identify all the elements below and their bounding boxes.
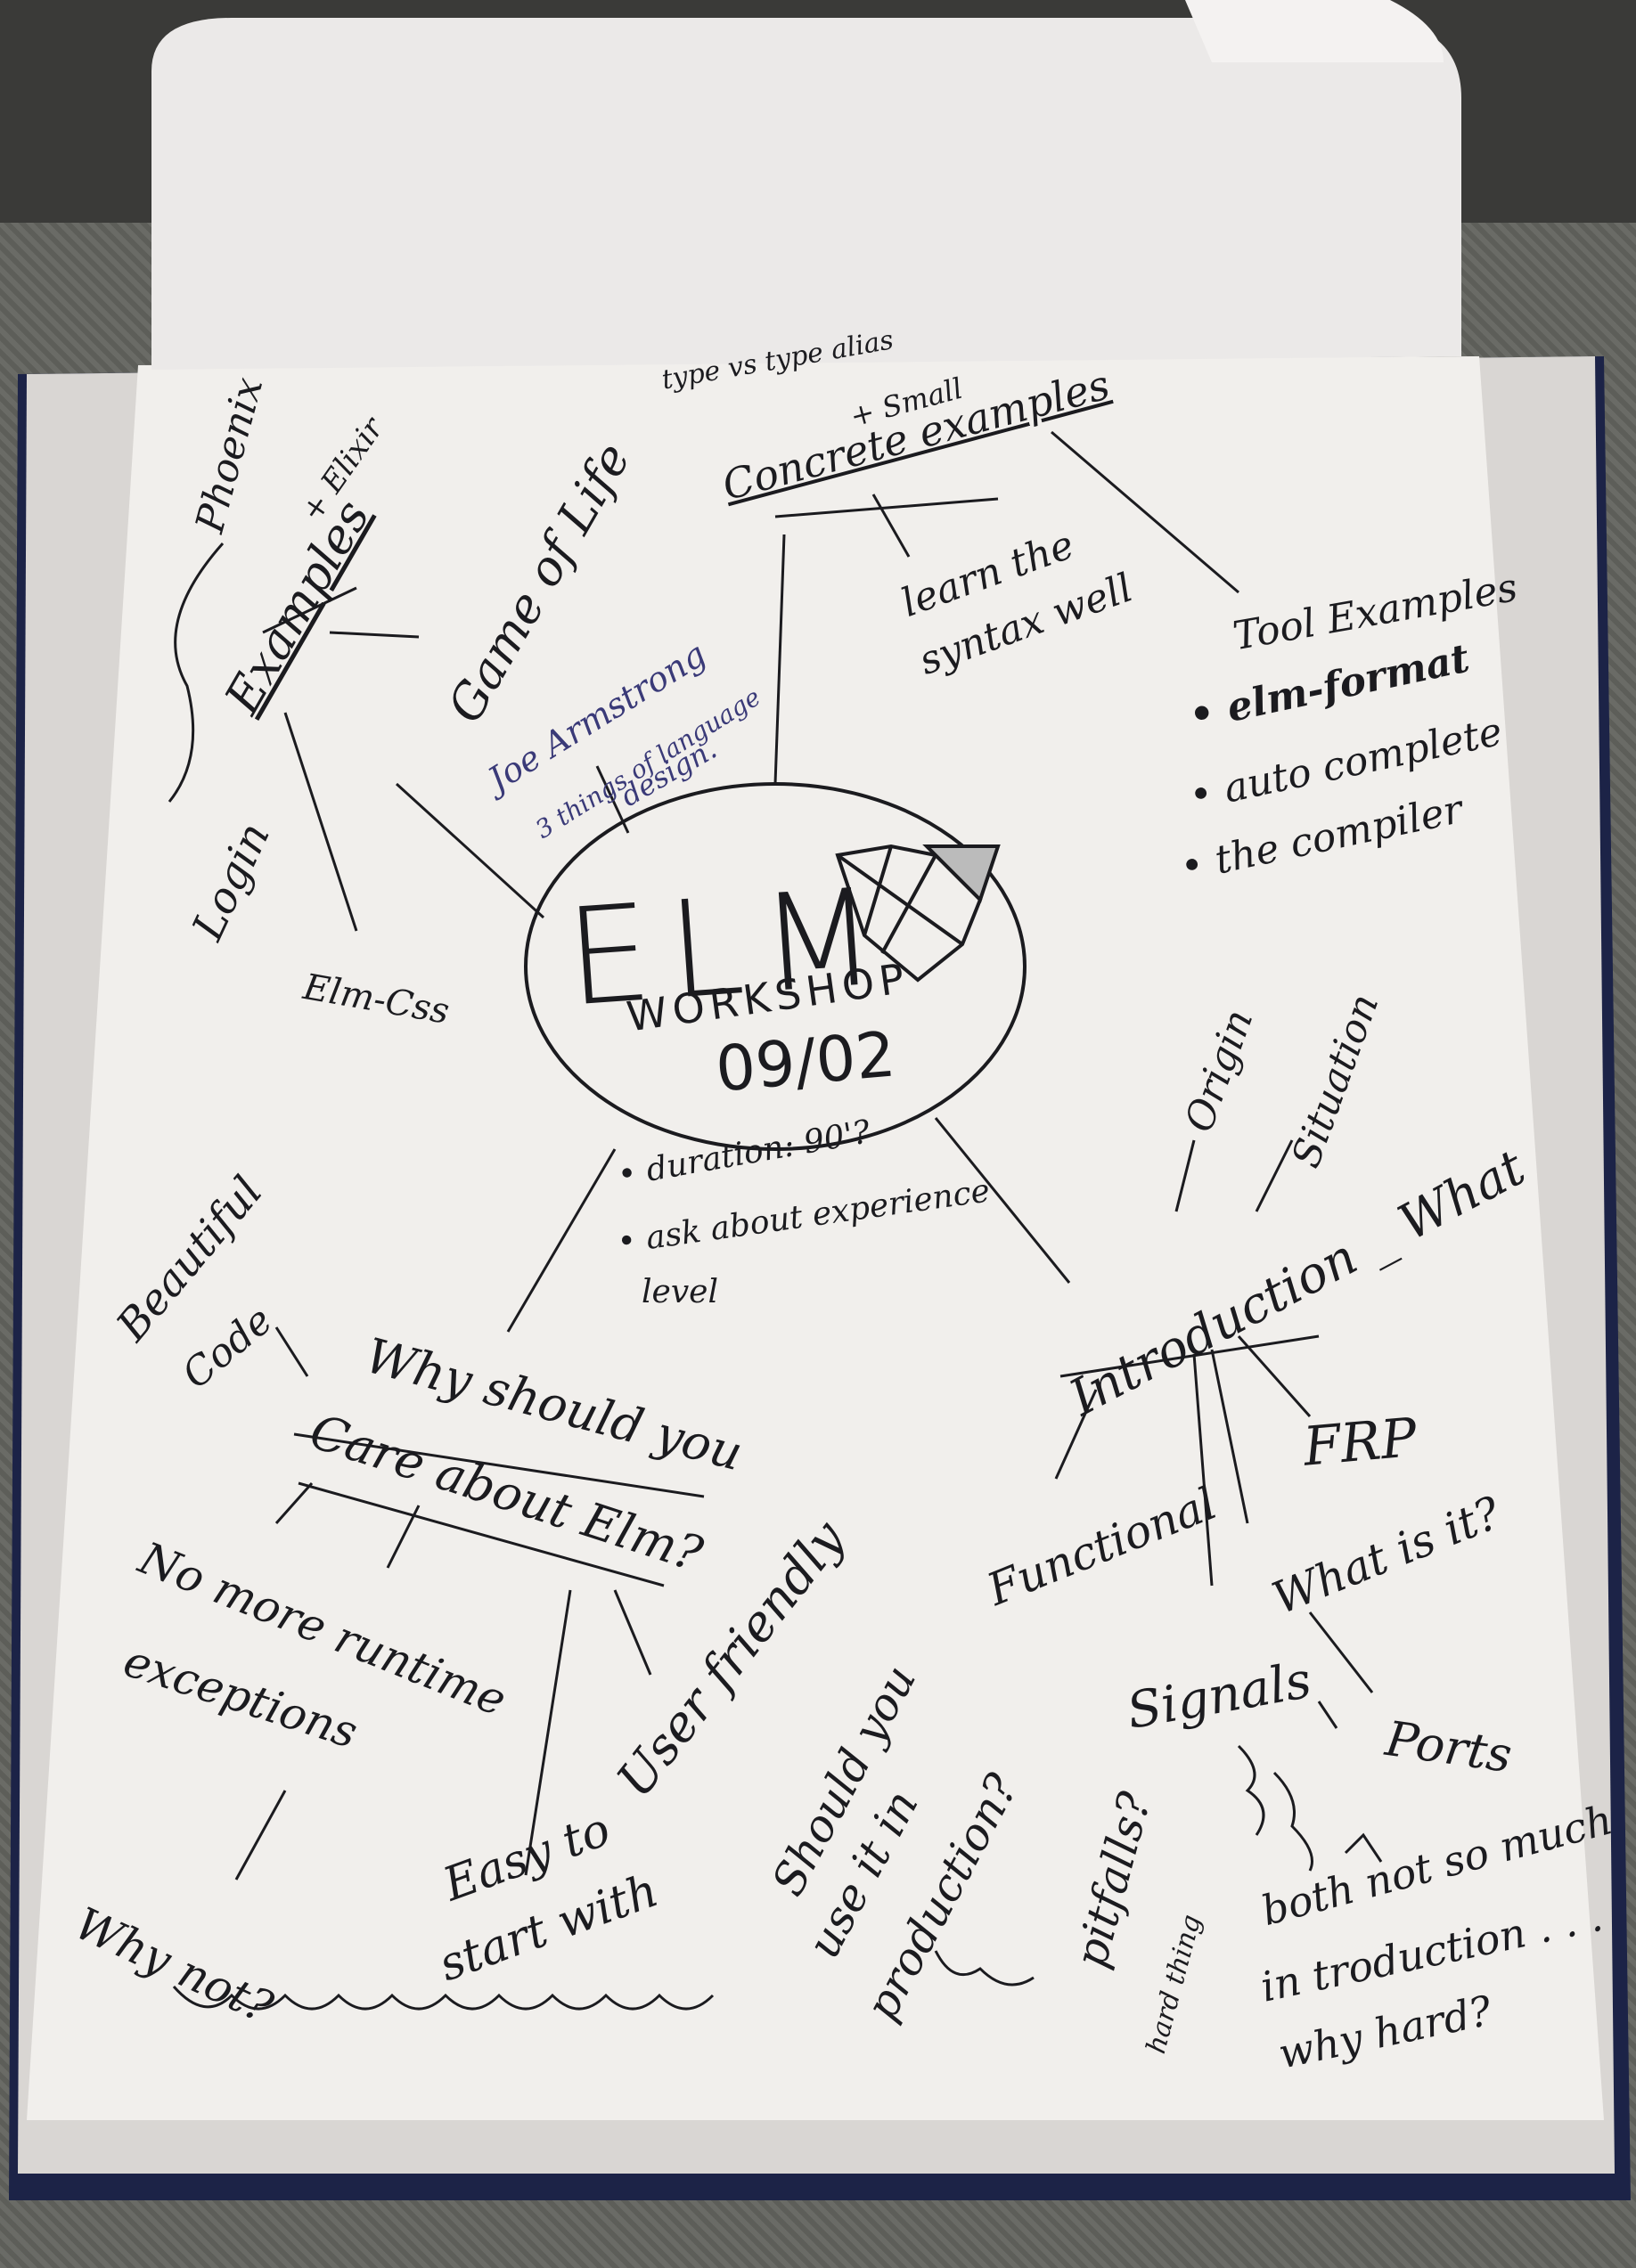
page-fold xyxy=(1185,0,1444,62)
title-date: 09/02 xyxy=(713,1017,899,1106)
label-frp: FRP xyxy=(1301,1406,1419,1479)
mindmap-lines xyxy=(168,430,1383,2011)
label-level: level xyxy=(642,1274,718,1310)
elm-logo-icon xyxy=(835,844,1001,983)
notebook-page xyxy=(27,356,1604,2120)
rolled-pages xyxy=(151,18,1461,370)
